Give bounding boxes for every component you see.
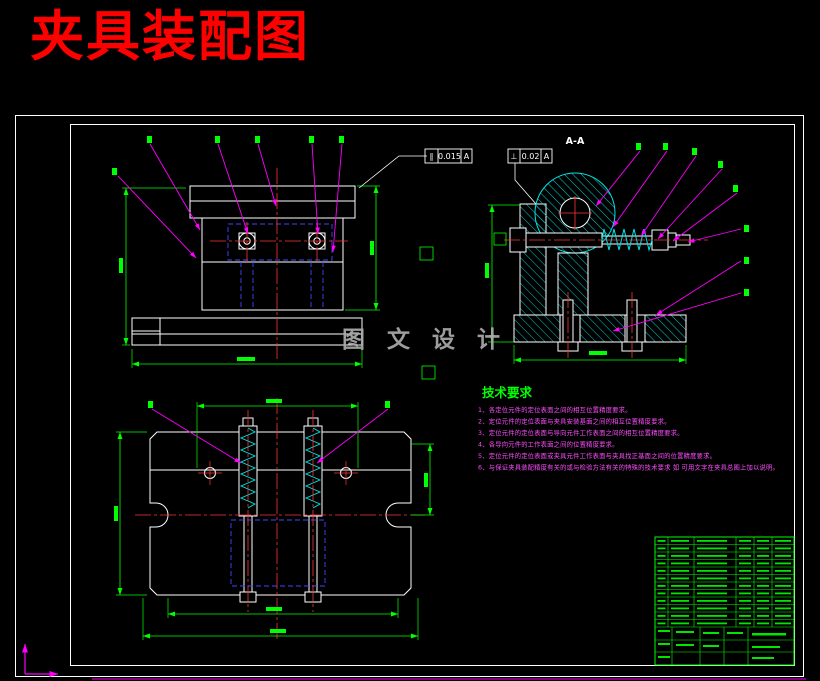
- plan-balloon-marks: [148, 401, 390, 408]
- plan-hidden-pocket: [230, 519, 326, 587]
- front-view-centerlines: [210, 168, 348, 362]
- drawing-borders: [15, 115, 804, 677]
- front-view-part-leaders: [117, 143, 343, 259]
- section-part-leaders: [595, 150, 742, 332]
- front-view-dimensions: [122, 185, 436, 380]
- plan-dimensions: [116, 402, 434, 640]
- section-dim-text-marks: [485, 263, 607, 355]
- tech-requirement-item: 2、定位元件的定位表面与夹具安装基面之间的相互位置精度要求。: [478, 417, 671, 426]
- front-view-hidden-lines: [227, 223, 333, 310]
- watermark-text: 图 文 设 计: [342, 326, 507, 353]
- tolerance-symbol: ⊥: [511, 152, 518, 161]
- plan-dim-text-marks: [114, 399, 428, 633]
- tech-requirement-item: 6、与保证夹具装配精度有关的或与检验方法有关的特殊的技术要求 如 可用文字在夹具…: [478, 463, 779, 472]
- plan-centerlines: [135, 398, 425, 640]
- front-view: [112, 136, 436, 380]
- parts-list-grid: [655, 544, 794, 653]
- plan-outline: [149, 431, 412, 596]
- fcf-leader: [358, 155, 427, 189]
- front-view-outline: [131, 185, 363, 346]
- tech-requirement-item: 5、定位元件的定位表面或夹具元件工作表面与夹具找正基面之间的位置精度要求。: [478, 451, 716, 460]
- datum-flag: [419, 246, 434, 261]
- section-view-aa: [485, 143, 749, 364]
- tolerance-symbol: ∥: [430, 152, 434, 161]
- tolerance-value: 0.02: [522, 152, 540, 161]
- tolerance-frame-parallelism: ∥ 0.015 A: [424, 148, 473, 164]
- section-label: A-A: [566, 136, 585, 147]
- section-dimensions: [488, 204, 687, 364]
- page-title: 夹具装配图: [30, 5, 310, 68]
- fcf-leader: [514, 163, 537, 205]
- title-block: [654, 536, 795, 666]
- tech-requirements: 技术要求 1、各定位元件的定位表面之间的相互位置精度要求。 2、定位元件的定位表…: [478, 385, 779, 472]
- tech-requirement-item: 1、各定位元件的定位表面之间的相互位置精度要求。: [478, 405, 632, 414]
- front-view-dim-text-marks: [119, 241, 374, 361]
- section-balloon-marks: [636, 143, 749, 296]
- plan-bolt-holes: [198, 461, 358, 485]
- tolerance-datum: A: [544, 152, 550, 161]
- tolerance-frame-perpendicularity: ⊥ 0.02 A: [507, 148, 553, 205]
- tolerance-value: 0.015: [438, 152, 461, 161]
- datum-flag: [421, 365, 436, 380]
- outer-border: [15, 115, 804, 677]
- title-block-columns: [667, 537, 773, 665]
- datum-flag: [493, 232, 507, 246]
- front-view-balloon-marks: [112, 136, 344, 175]
- tolerance-datum: A: [464, 152, 470, 161]
- tech-requirement-item: 3、定位元件的定位表面与导向元件工作表面之间的相互位置精度要求。: [478, 428, 684, 437]
- plan-part-leaders: [151, 408, 389, 464]
- tech-requirement-item: 4、各导向元件的工作表面之间的位置精度要求。: [478, 440, 619, 449]
- plan-view: [114, 398, 434, 640]
- inner-border: [70, 124, 795, 666]
- title-block-border: [654, 536, 795, 666]
- section-workpiece-bore: [558, 196, 592, 230]
- title-block-text-marks: [658, 630, 786, 659]
- tech-requirements-title: 技术要求: [482, 385, 533, 400]
- ucs-axis-icon: [21, 644, 58, 678]
